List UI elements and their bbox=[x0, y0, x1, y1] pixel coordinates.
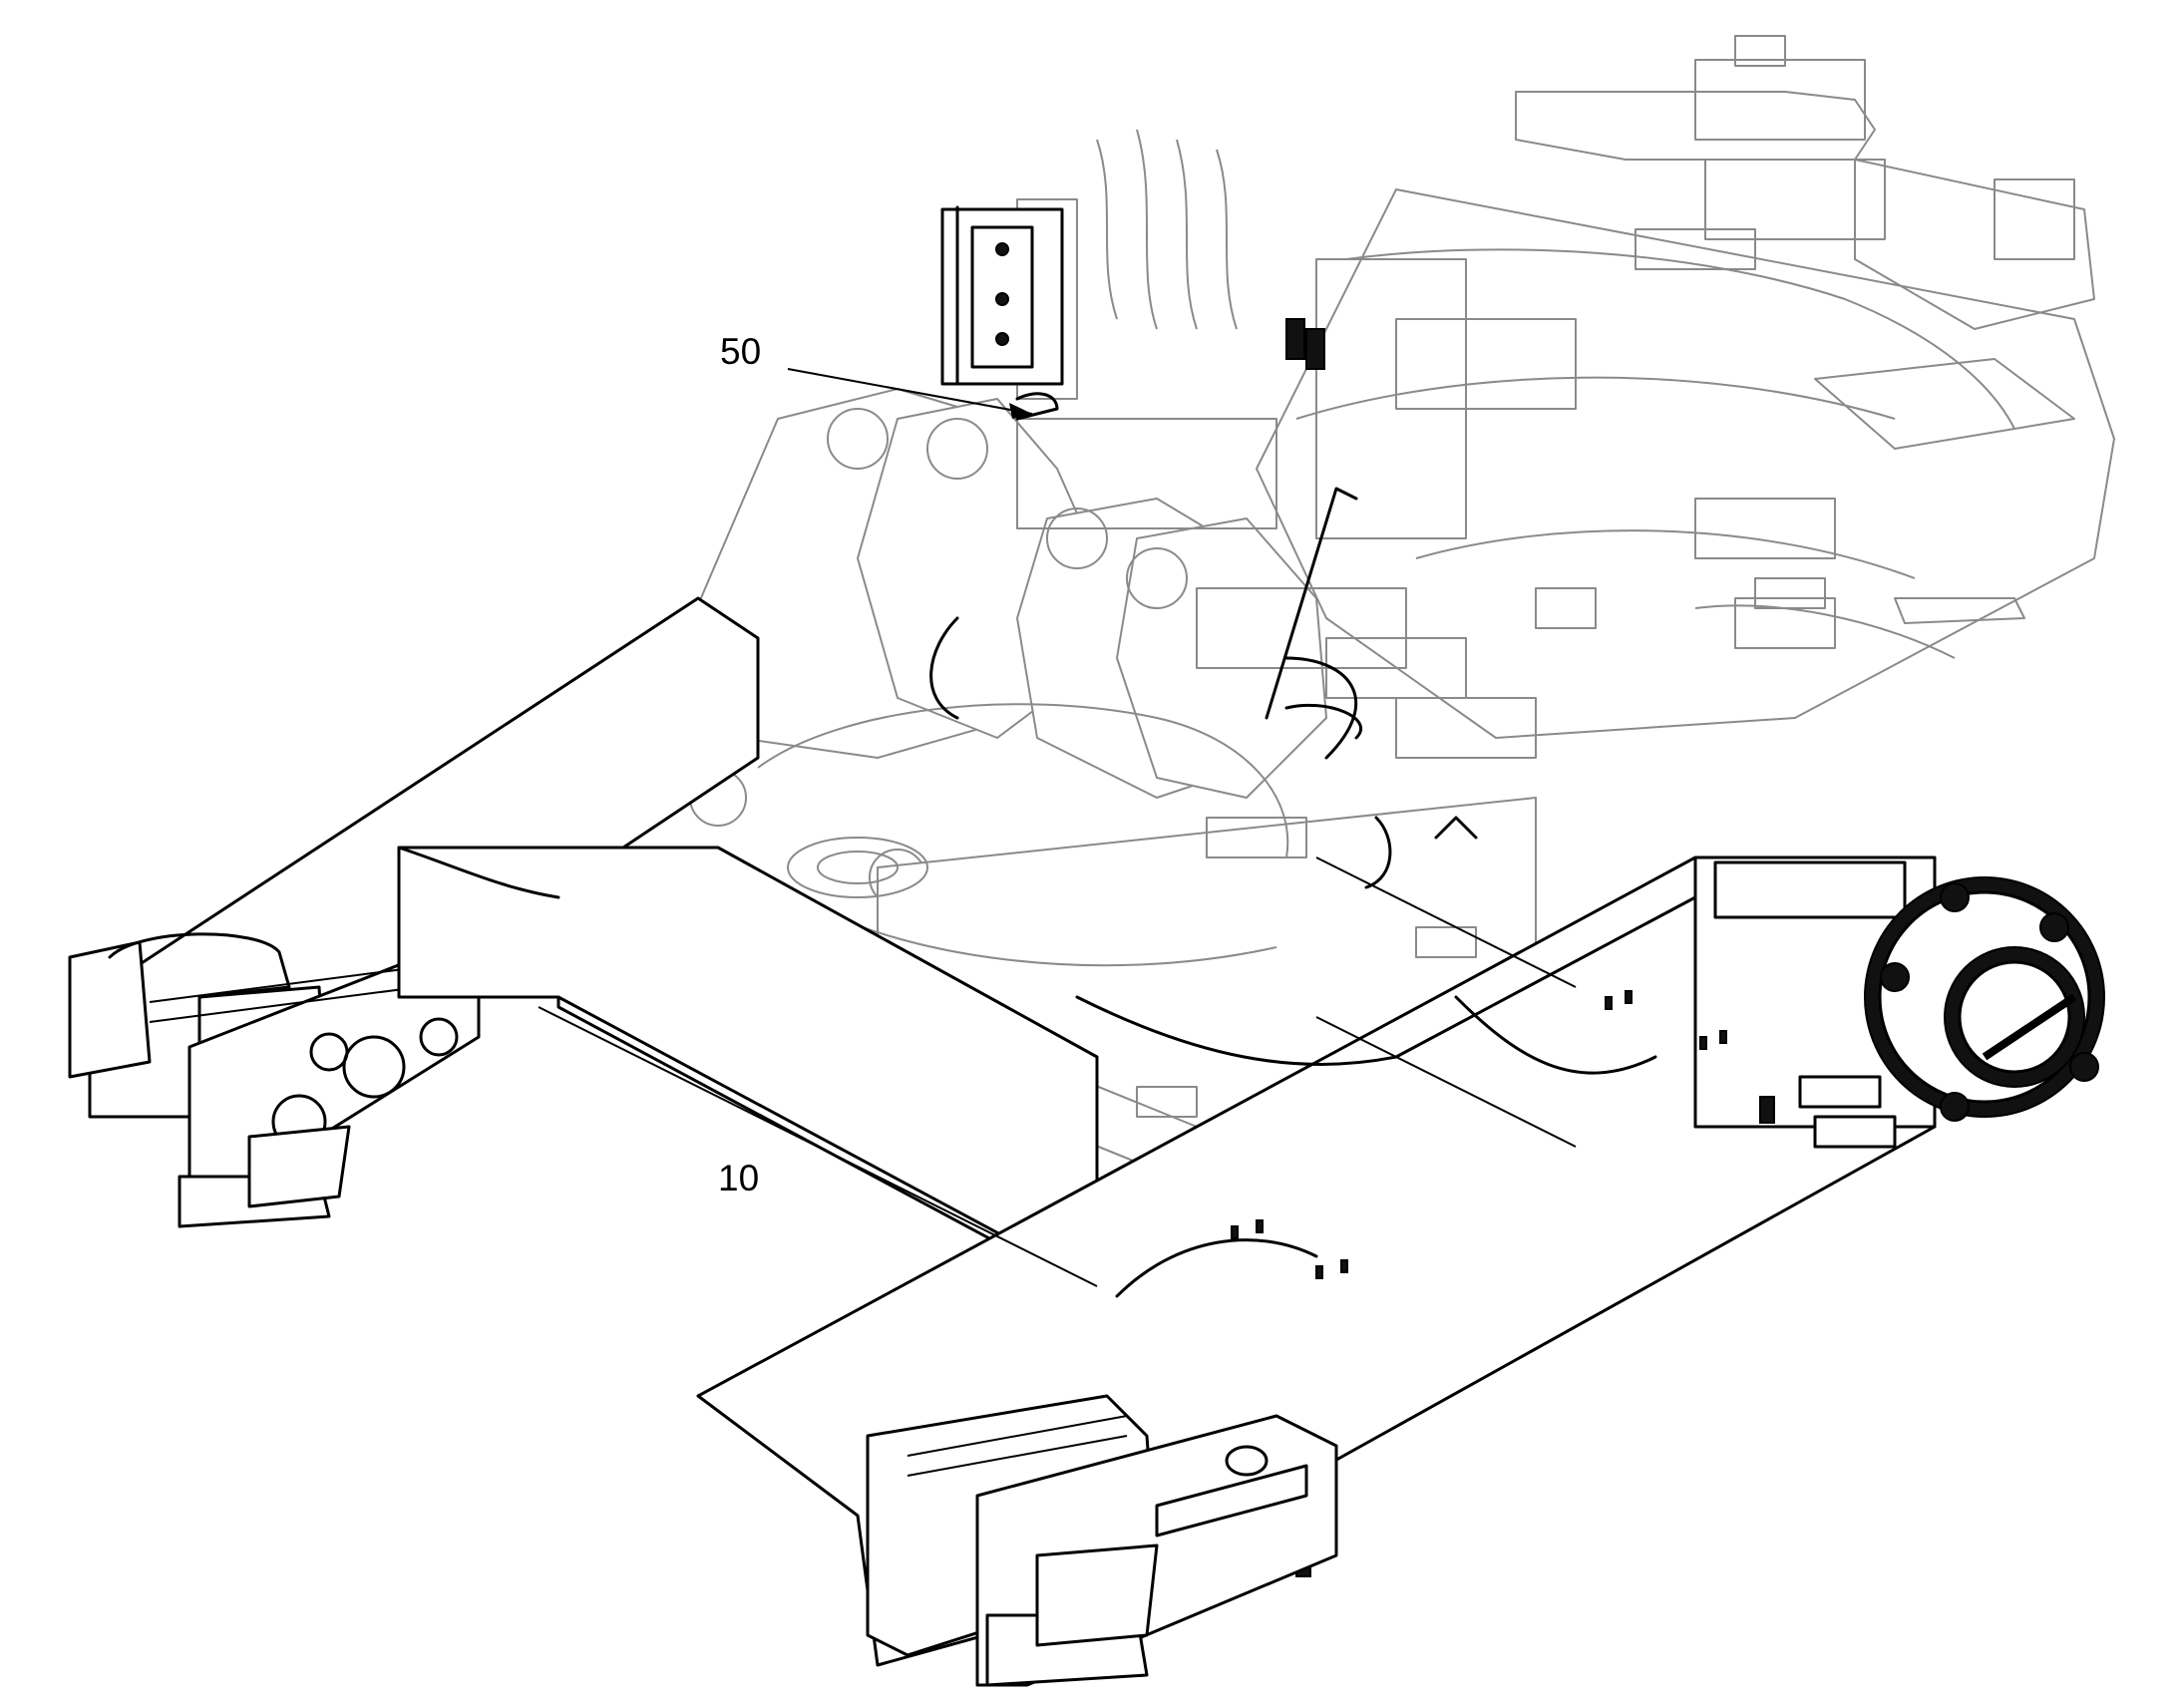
undercarriage-frame bbox=[68, 596, 1937, 1687]
callout-label-50: 50 bbox=[720, 331, 762, 372]
drive-sprocket bbox=[1864, 876, 2105, 1122]
hydraulic-lines bbox=[929, 205, 1478, 889]
upper-frame-ghost bbox=[1256, 35, 2115, 739]
callout-label-10: 10 bbox=[718, 1158, 760, 1198]
callout-50-leader bbox=[787, 368, 1033, 419]
